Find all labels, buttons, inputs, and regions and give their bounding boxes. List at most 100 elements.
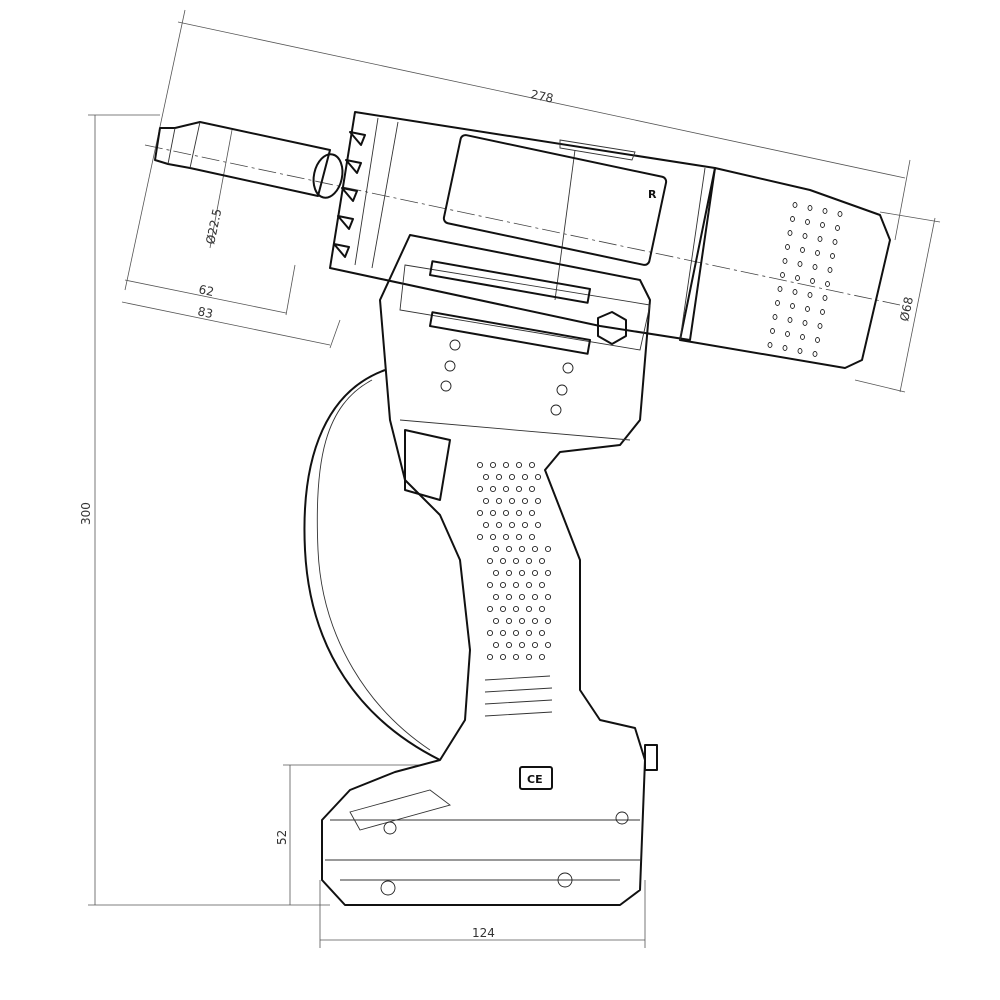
nose-piece [154, 121, 344, 199]
grip-dot [525, 581, 533, 589]
grip-dot [505, 617, 513, 625]
grip-dot [515, 533, 523, 541]
grip-dot [534, 473, 542, 481]
vent-hole [812, 264, 818, 270]
grip-dot [531, 617, 539, 625]
vent-hole [825, 281, 830, 287]
grip-dot [512, 629, 520, 637]
trigger [404, 429, 451, 501]
grip-dot [525, 653, 533, 661]
grip-dot [518, 617, 526, 625]
motor-housing [679, 167, 891, 369]
vent-hole [797, 348, 803, 354]
grip-dot [544, 617, 552, 625]
vent-hole [795, 275, 800, 281]
grip-dot [538, 581, 546, 589]
grip-dot [486, 629, 494, 637]
grip-dot [476, 485, 484, 493]
grip-dot [544, 545, 552, 553]
grip-dot [505, 641, 513, 649]
vent-holes [767, 202, 843, 357]
vent-hole [815, 250, 820, 256]
vent-hole [797, 261, 803, 267]
grip-dot [525, 557, 533, 565]
grip-dot [531, 545, 539, 553]
grip-dot [512, 605, 520, 613]
label-plate [442, 134, 668, 266]
grip-dot [528, 461, 536, 469]
vent-hole [822, 295, 828, 301]
grip-dot [482, 521, 490, 529]
grip-dot [499, 581, 507, 589]
vent-hole [800, 247, 805, 253]
vent-hole [770, 328, 775, 334]
grip-dot [508, 521, 516, 529]
grip-dot [499, 557, 507, 565]
vent-hole [827, 267, 833, 273]
grip-dot [515, 485, 523, 493]
grip-dot [489, 461, 497, 469]
grip-dot [538, 557, 546, 565]
grip-dot [502, 461, 510, 469]
dim-label-124: 124 [472, 926, 495, 940]
vent-hole [807, 205, 813, 211]
grip-dot [482, 473, 490, 481]
grip-dot [538, 653, 546, 661]
dimension-278: 278 [124, 9, 911, 291]
dim-label-62: 62 [197, 282, 215, 299]
grip-dot [492, 641, 500, 649]
vent-hole [790, 303, 795, 309]
grip-dot [544, 641, 552, 649]
vent-hole [807, 292, 813, 298]
dim-label-d68: Ø68 [897, 296, 916, 323]
hand-guard [303, 369, 441, 761]
vent-hole [775, 300, 780, 306]
vent-hole [782, 258, 788, 264]
tool-axis-centerline [144, 144, 901, 306]
front-housing: R [329, 111, 716, 341]
vent-hole [767, 342, 773, 348]
vent-hole [802, 233, 808, 239]
vent-hole [820, 309, 825, 315]
grip-dot [538, 629, 546, 637]
dim-label-300: 300 [79, 502, 93, 525]
grip-dot [512, 581, 520, 589]
vent-hole [782, 345, 788, 351]
dimension-52: 52 [275, 764, 420, 905]
grip-dot [534, 521, 542, 529]
dim-label-d22-5: Ø22.5 [203, 207, 224, 245]
grip [321, 234, 651, 906]
vent-hole [805, 219, 810, 225]
vent-hole [792, 289, 798, 295]
grip-dot [489, 485, 497, 493]
vent-hole [787, 317, 793, 323]
grip-dot [518, 569, 526, 577]
grip-dot [518, 545, 526, 553]
dimension-62-83: 62 83 [121, 264, 341, 349]
grip-dot [528, 533, 536, 541]
vent-hole [810, 278, 815, 284]
grip-dot [528, 509, 536, 517]
grip-dot [489, 533, 497, 541]
dim-label-83: 83 [196, 304, 214, 321]
grip-dot [486, 653, 494, 661]
grip-dot [544, 569, 552, 577]
grip-dot [515, 509, 523, 517]
grip-dot [499, 653, 507, 661]
grip-dot [521, 521, 529, 529]
grip-dot [521, 497, 529, 505]
grip-dot [544, 593, 552, 601]
dimension-124: 124 [319, 880, 646, 948]
vent-hole [837, 211, 843, 217]
grip-dot [512, 557, 520, 565]
rotation-mark: R [648, 188, 657, 201]
vent-hole [802, 320, 808, 326]
grip-dot [489, 509, 497, 517]
grip-dot [486, 581, 494, 589]
grip-dot [518, 593, 526, 601]
grip-dot [525, 605, 533, 613]
grip-dot [492, 545, 500, 553]
battery-pack: CE [325, 744, 658, 896]
grip-dot [521, 473, 529, 481]
